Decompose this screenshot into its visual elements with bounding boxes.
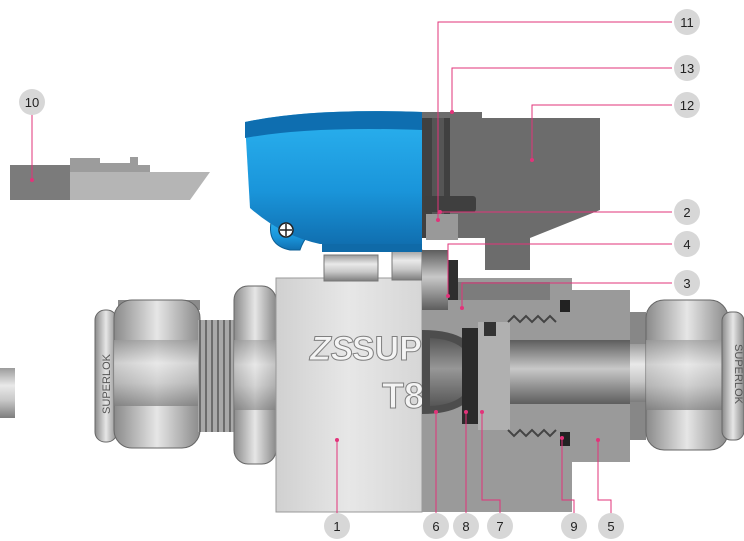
body-model-text: T8 bbox=[382, 375, 424, 416]
left-fitting bbox=[0, 285, 277, 465]
callout-10: 10 bbox=[19, 89, 45, 115]
left-nut-brand: SUPERLOK bbox=[101, 353, 113, 414]
svg-text:13: 13 bbox=[680, 61, 694, 76]
svg-text:2: 2 bbox=[683, 205, 690, 220]
callout-badges: 11 13 12 2 4 3 10 1 6 8 7 9 5 bbox=[19, 9, 700, 539]
callout-1: 1 bbox=[324, 513, 350, 539]
left-threads bbox=[198, 320, 234, 432]
callout-lines bbox=[31, 21, 672, 520]
callout-5: 5 bbox=[598, 513, 624, 539]
svg-text:12: 12 bbox=[680, 98, 694, 113]
callout-11: 11 bbox=[674, 9, 700, 35]
callout-2: 2 bbox=[674, 199, 700, 225]
svg-text:1: 1 bbox=[333, 519, 340, 534]
callout-7: 7 bbox=[487, 513, 513, 539]
callout-8: 8 bbox=[453, 513, 479, 539]
callout-4: 4 bbox=[674, 231, 700, 257]
callout-9: 9 bbox=[561, 513, 587, 539]
callout-6: 6 bbox=[423, 513, 449, 539]
svg-text:4: 4 bbox=[683, 237, 690, 252]
svg-text:5: 5 bbox=[607, 519, 614, 534]
svg-text:10: 10 bbox=[25, 95, 39, 110]
left-nut bbox=[113, 299, 201, 449]
callout-3: 3 bbox=[674, 270, 700, 296]
blue-handle bbox=[245, 111, 422, 252]
right-nut-brand: SUPERLOK bbox=[732, 344, 744, 405]
valve-body-cutaway bbox=[422, 250, 670, 512]
right-fitting bbox=[645, 299, 744, 451]
callout-13: 13 bbox=[674, 55, 700, 81]
svg-text:7: 7 bbox=[496, 519, 503, 534]
bonnet-exterior bbox=[323, 249, 423, 282]
callout-12: 12 bbox=[674, 92, 700, 118]
screw-head-icon bbox=[278, 222, 294, 238]
valve-body-exterior: ZS SUPE T8 bbox=[275, 277, 445, 513]
svg-text:11: 11 bbox=[680, 15, 694, 30]
svg-text:8: 8 bbox=[462, 519, 469, 534]
part-10-detail bbox=[10, 157, 210, 200]
svg-text:9: 9 bbox=[570, 519, 577, 534]
callout-dots bbox=[30, 110, 600, 442]
svg-text:6: 6 bbox=[432, 519, 439, 534]
handle-cutaway bbox=[422, 112, 600, 270]
svg-text:3: 3 bbox=[683, 276, 690, 291]
body-logo: ZS bbox=[309, 330, 354, 368]
